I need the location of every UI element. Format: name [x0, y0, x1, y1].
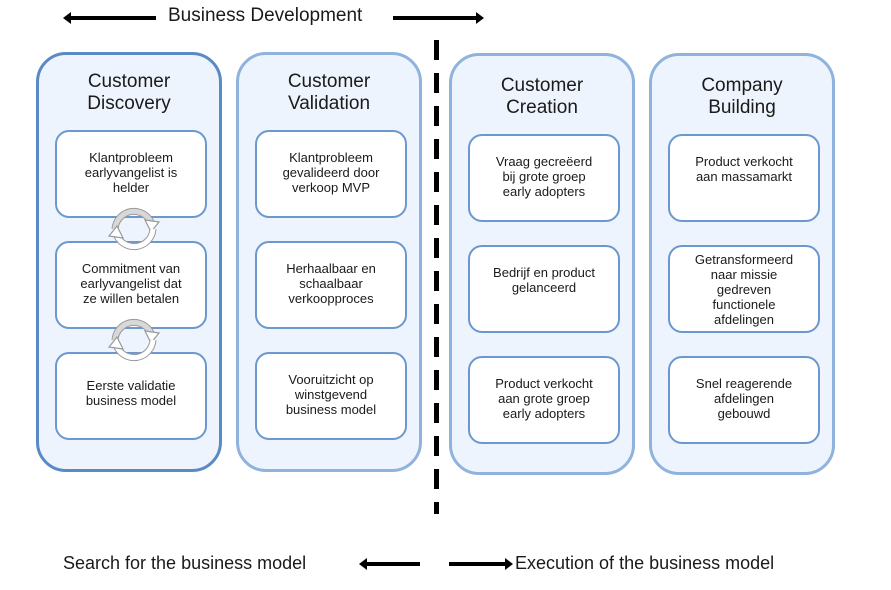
- search-business-model-label: Search for the business model: [63, 553, 307, 573]
- card-herhaalbaar-verkoopproces: Herhaalbaar en schaalbaar verkoopproces: [255, 241, 407, 329]
- execution-business-model-label: Execution of the business model: [515, 553, 775, 573]
- search-left-arrow: [359, 558, 420, 570]
- business-development-left-arrow: [63, 12, 156, 24]
- column-title: Customer Discovery: [87, 71, 171, 114]
- card-klantprobleem-gevalideerd: Klantprobleem gevalideerd door verkoop M…: [255, 130, 407, 218]
- column-title: Customer Creation: [500, 75, 584, 118]
- search-execution-divider: [434, 40, 439, 514]
- column-title: Customer Validation: [287, 71, 371, 114]
- column-company-building: Company Building Product verkocht aan ma…: [649, 53, 835, 475]
- column-customer-discovery: Customer Discovery Klantprobleem earlyva…: [36, 52, 222, 472]
- card-eerste-validatie: Eerste validatie business model: [55, 352, 207, 440]
- card-bedrijf-gelanceerd: Bedrijf en product gelanceerd: [468, 245, 620, 333]
- card-product-early-adopters: Product verkocht aan grote groep early a…: [468, 356, 620, 444]
- card-product-massamarkt: Product verkocht aan massamarkt: [668, 134, 820, 222]
- card-vooruitzicht-winstgevend: Vooruitzicht op winstgevend business mod…: [255, 352, 407, 440]
- cycle-arrows-icon: [107, 207, 161, 251]
- card-vraag-gecreeerd: Vraag gecreëerd bij grote groep early ad…: [468, 134, 620, 222]
- business-development-title: Business Development: [168, 5, 363, 26]
- card-commitment-betalen: Commitment van earlyvangelist dat ze wil…: [55, 241, 207, 329]
- execution-right-arrow: [449, 558, 513, 570]
- card-getransformeerd-afdelingen: Getransformeerd naar missie gedreven fun…: [668, 245, 820, 333]
- card-snel-reagerende-afdelingen: Snel reagerende afdelingen gebouwd: [668, 356, 820, 444]
- column-customer-validation: Customer Validation Klantprobleem gevali…: [236, 52, 422, 472]
- cycle-arrows-icon: [107, 318, 161, 362]
- column-customer-creation: Customer Creation Vraag gecreëerd bij gr…: [449, 53, 635, 475]
- card-klantprobleem-helder: Klantprobleem earlyvangelist is helder: [55, 130, 207, 218]
- business-development-right-arrow: [393, 12, 484, 24]
- column-title: Company Building: [701, 75, 783, 118]
